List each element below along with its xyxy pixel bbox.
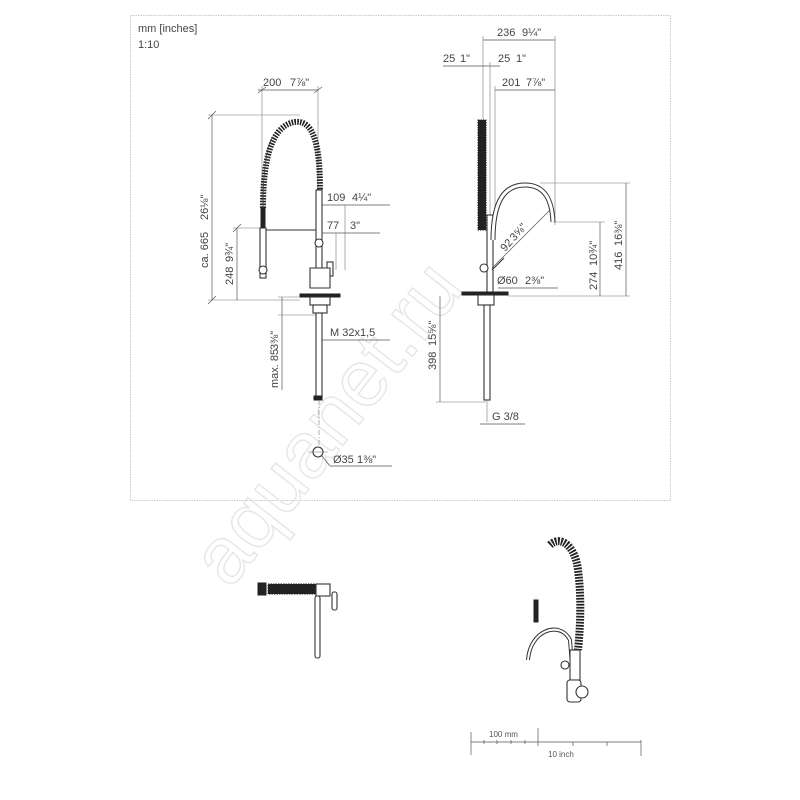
units-label: mm [inches] [138,23,198,35]
scale-imperial: 10 inch [548,750,574,759]
dim-25-left: 25 [443,53,455,65]
dim-d60: Ø60 [497,275,518,287]
units-legend: mm [inches] 1:10 [138,21,197,53]
dim-201: 201 [502,77,520,89]
connection-label: G 3/8 [492,411,519,423]
thread-label: M 32x1,5 [330,327,375,339]
dim-665: ca. 665 [199,232,211,268]
side-view: 236 9¼" 25 1" 25 1" 201 7⅞" 92 3⅝" Ø60 [427,27,630,425]
dim-109: 109 [327,192,345,204]
dim-398: 398 [427,352,439,370]
dim-d60-in: 2⅜" [525,275,544,287]
dim-25-mid: 25 [498,53,510,65]
dim-max85-in: 3⅜" [269,331,281,350]
dim-d35-in: 1⅜" [357,454,376,466]
dim-25-left-in: 1" [460,53,470,65]
isometric-illustration [526,537,589,703]
dim-201-in: 7⅞" [526,77,545,89]
dim-416: 416 [613,252,625,270]
dim-d35: Ø35 [333,454,354,466]
drawing-frame [130,15,671,501]
scale-metric: 100 mm [489,730,518,739]
dim-236: 236 [497,27,515,39]
dim-398-in: 15⅝" [427,321,439,346]
dim-77-in: 3" [350,220,360,232]
dim-236-in: 9¼" [522,27,541,39]
dim-max85: max. 85 [269,349,281,388]
dim-92-in: 3⅝" [508,221,530,243]
dim-665-in: 26⅛" [199,195,211,220]
dim-77: 77 [327,220,339,232]
dim-248: 248 [224,267,236,285]
dim-274-in: 10¾" [588,241,600,266]
front-view: 200 7⅞" ca. 665 26⅛" 248 9¾" [199,77,392,467]
dim-200: 200 [263,77,281,89]
top-view-illustration [257,582,338,659]
scale-label: 1:10 [138,39,160,51]
dim-248-in: 9¾" [224,243,236,262]
dim-200-in: 7⅞" [290,77,309,89]
dim-25-mid-in: 1" [516,53,526,65]
dim-274: 274 [588,272,600,290]
dim-416-in: 16⅜" [613,221,625,246]
dim-109-in: 4¼" [352,192,371,204]
scale-bar: 100 mm 10 inch [470,728,642,759]
